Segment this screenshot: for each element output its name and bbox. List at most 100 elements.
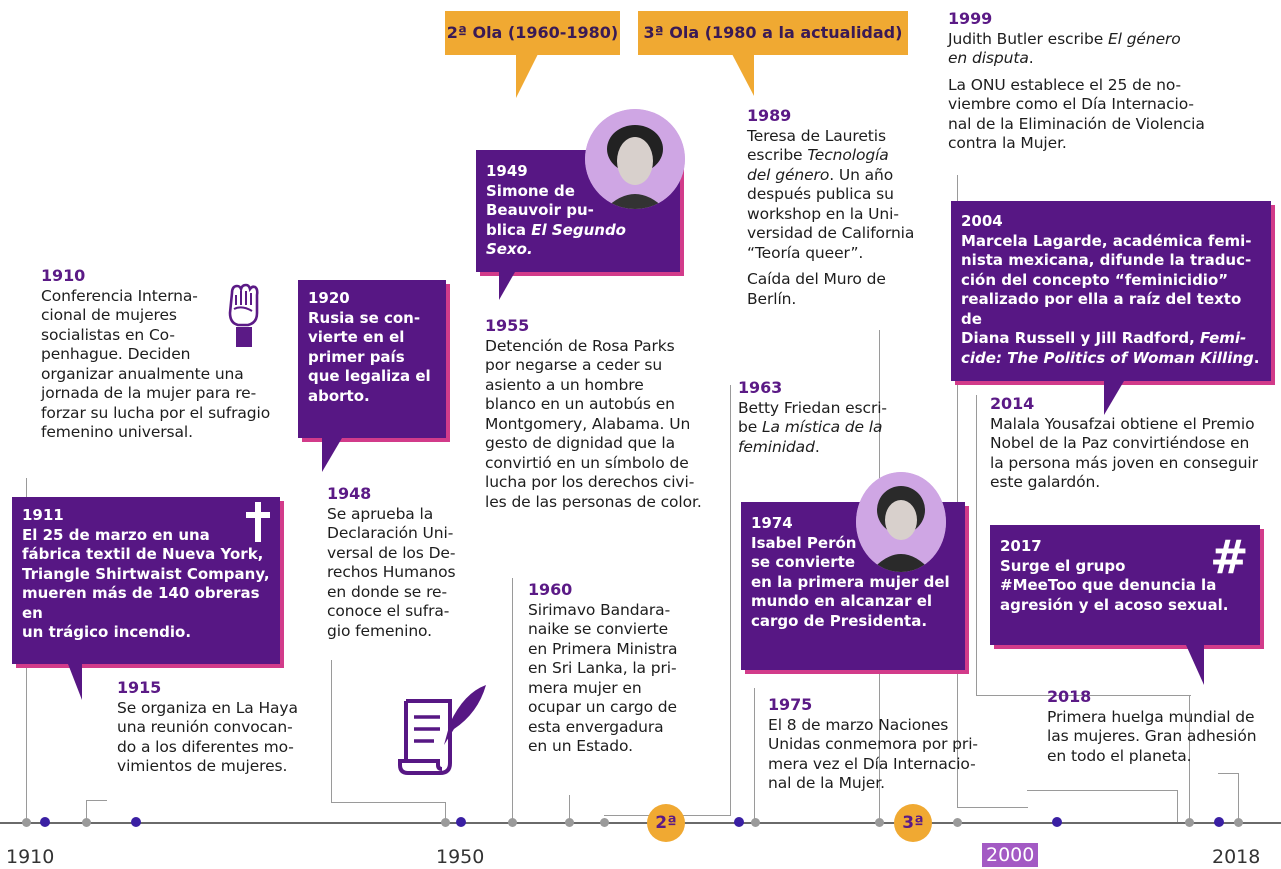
book-title: Femi- cide: The Politics of Woman Killin…: [961, 329, 1254, 367]
book-title: Tecnología del género: [747, 146, 889, 184]
event-year: 1974: [751, 514, 793, 532]
wave-3-pointer: [732, 54, 754, 96]
wave-3-marker: 3ª: [894, 804, 932, 842]
event-text: Teresa de Lauretis escribe: [747, 126, 886, 165]
book-title: El género en disputa: [948, 29, 1181, 68]
axis-dot: [131, 817, 141, 827]
quill-document-icon: [398, 683, 490, 783]
event-year: 1948: [327, 484, 372, 503]
event-1989: 1989 Teresa de Lauretis escribe Tecnolog…: [747, 106, 947, 316]
leader-1948b: [445, 802, 446, 822]
event-1949-pointer: [499, 272, 515, 300]
event-1920-pointer: [322, 438, 342, 472]
event-text: Conferencia Interna- cional de mujeres s…: [41, 286, 271, 442]
event-text: Rusia se con- vierte en el primer país q…: [308, 308, 431, 405]
leader-1948: [331, 660, 446, 803]
leader-1915: [86, 800, 107, 823]
event-1960: 1960 Sirimavo Bandara- naike se conviert…: [528, 580, 708, 757]
wave-2-label: 2ª Ola (1960-1980): [445, 11, 620, 55]
event-1920: 1920 Rusia se con- vierte en el primer p…: [298, 280, 446, 438]
event-1975: 1975 El 8 de marzo Naciones Unidas conme…: [768, 695, 1003, 794]
portrait-icon: [585, 109, 685, 209]
event-text: El 8 de marzo Naciones Unidas conmemora …: [768, 715, 978, 793]
event-text-end: .: [1028, 49, 1034, 67]
event-year: 1949: [486, 162, 528, 180]
leader-1955: [512, 578, 513, 822]
book-title: La mística de la feminidad: [738, 418, 883, 456]
event-year: 1999: [948, 9, 993, 28]
event-year: 2004: [961, 212, 1003, 230]
event-text: El 25 de marzo en una fábrica textil de …: [22, 525, 270, 642]
event-1948: 1948 Se aprueba la Declaración Uni- vers…: [327, 484, 487, 641]
leader-2018: [1218, 773, 1239, 823]
event-1963: 1963 Betty Friedan escri- be La mística …: [738, 378, 918, 457]
event-text-end: .: [1253, 348, 1260, 367]
axis-dot: [22, 818, 31, 827]
event-2017: 2017 Surge el grupo #MeeToo que denuncia…: [990, 525, 1260, 645]
event-text-end: .: [814, 437, 820, 456]
event-1974: 1974 Isabel Perón se convierte en la pri…: [741, 502, 965, 670]
event-year: 1960: [528, 580, 573, 599]
event-year: 2017: [1000, 537, 1042, 555]
fist-icon: [226, 283, 260, 353]
axis-dot: [82, 818, 91, 827]
portrait-icon: [856, 472, 946, 572]
event-1955: 1955 Detención de Rosa Parks por negarse…: [485, 316, 720, 512]
wave-2-marker: 2ª: [647, 804, 685, 842]
event-year: 1989: [747, 106, 792, 125]
event-text: Marcela Lagarde, académica femi- nista m…: [961, 231, 1252, 348]
axis-dot: [456, 817, 466, 827]
event-year: 1910: [41, 266, 86, 285]
leader-2014b: [1189, 695, 1190, 822]
axis-label-2000: 2000: [982, 843, 1039, 867]
axis-dot: [751, 818, 760, 827]
wave-2-pointer: [516, 54, 538, 98]
event-year: 2018: [1047, 687, 1092, 706]
event-text: Se aprueba la Declaración Uni- versal de…: [327, 504, 456, 640]
axis-dot: [565, 818, 574, 827]
event-year: 2014: [990, 394, 1035, 413]
timeline-axis: [0, 822, 1281, 824]
event-1911-pointer: [68, 664, 82, 700]
axis-label-1950: 1950: [436, 846, 485, 868]
event-2018: 2018 Primera huelga mundial de las mujer…: [1047, 687, 1281, 766]
hashtag-icon: #: [1210, 530, 1249, 584]
axis-dot: [40, 817, 50, 827]
leader-2004: [1027, 790, 1178, 823]
event-2014: 2014 Malala Yousafzai obtiene el Premio …: [990, 394, 1280, 493]
axis-dot: [441, 818, 450, 827]
leader-2014: [976, 395, 1191, 696]
event-year: 1975: [768, 695, 813, 714]
event-year: 1911: [22, 506, 64, 524]
event-1910: 1910 Conferencia Interna- cional de muje…: [41, 266, 281, 443]
event-2004-pointer: [1104, 381, 1124, 415]
event-text-end: . Un año después publica su workshop en …: [747, 165, 915, 262]
leader-1999: [957, 175, 1028, 808]
axis-dot: [600, 818, 609, 827]
event-text-2: La ONU establece el 25 de no- viembre co…: [948, 75, 1205, 153]
axis-dot: [875, 818, 884, 827]
event-1911: 1911 El 25 de marzo en una fábrica texti…: [12, 497, 280, 664]
event-text: Primera huelga mundial de las mujeres. G…: [1047, 707, 1257, 765]
event-2017-pointer: [1186, 645, 1204, 685]
axis-label-2018: 2018: [1212, 846, 1261, 868]
event-text: Detención de Rosa Parks por negarse a ce…: [485, 336, 702, 511]
event-text: Judith Butler escribe: [948, 29, 1108, 48]
leader-1974: [754, 688, 755, 822]
event-text: Sirimavo Bandara- naike se convierte en …: [528, 600, 678, 756]
event-1915: 1915 Se organiza en La Haya una reunión …: [117, 678, 327, 777]
axis-dot: [953, 818, 962, 827]
event-2004: 2004 Marcela Lagarde, académica femi- ni…: [951, 201, 1271, 381]
event-text: Betty Friedan escri- be: [738, 398, 887, 437]
wave-3-label: 3ª Ola (1980 a la actualidad): [638, 11, 908, 55]
event-year: 1963: [738, 378, 783, 397]
axis-dot: [734, 817, 744, 827]
event-text: Malala Yousafzai obtiene el Premio Nobel…: [990, 414, 1258, 492]
axis-dot: [508, 818, 517, 827]
axis-dot: [1185, 818, 1194, 827]
book-title: El Segundo Sexo.: [486, 220, 626, 259]
axis-dot: [1214, 817, 1224, 827]
event-text: Surge el grupo #MeeToo que denuncia la a…: [1000, 556, 1229, 614]
event-text: Isabel Perón se convierte en la primera …: [751, 533, 950, 630]
event-1999: 1999 Judith Butler escribe El género en …: [948, 9, 1248, 161]
